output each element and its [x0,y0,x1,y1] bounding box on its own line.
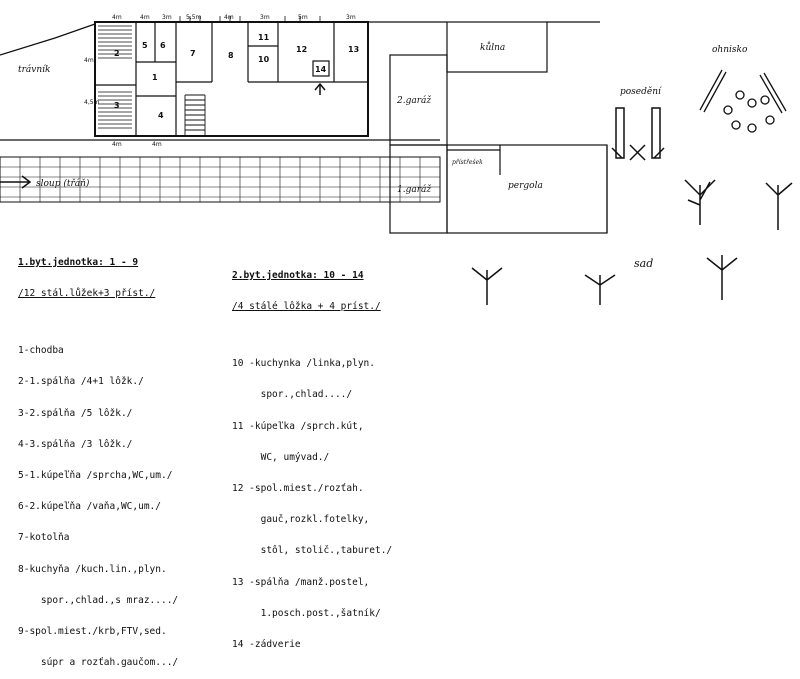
floor-plan: 2 1 3 4 5 6 7 8 11 10 12 13 14 4m 4m 3m … [0,14,793,305]
unit-2-item: 14 -zádverie [232,639,301,651]
shed [446,21,548,73]
unit-1-item: 4-3.spálňa /3 lôžk./ [18,438,133,450]
orchard-label: sad [634,257,653,270]
unit-1-item: 9-spol.miest./krb,FTV,sed. [18,626,167,638]
dimension-label: 4,5m [84,99,100,106]
unit-2-title: 2.byt.jednotka: 10 - 14 [232,269,364,281]
unit-2-item: 13 -spálňa /manž.postel, [232,576,370,588]
small-shelter-label: přístřešek [452,159,483,166]
dimension-label: 4m [140,14,150,21]
unit-2-item: 11 -kúpeľka /sprch.kút, [232,420,364,432]
firepit-label: ohnisko [712,45,748,55]
room-number: 13 [348,45,359,54]
room-number: 6 [160,41,166,50]
seating-area [611,107,665,161]
unit-2-subtitle: /4 stálé lôžka + 4 príst./ [232,301,381,313]
shed-label: kůlna [480,41,505,53]
pillar-label: sloup (třáň) [36,178,90,189]
dimension-label: 5m [298,14,308,21]
room-number: 5 [142,41,148,50]
unit-2-legend: 2.byt.jednotka: 10 - 14 /4 stálé lôžka +… [232,250,392,661]
room-number: 7 [190,49,196,58]
garage-2-label: 2.garáž [396,95,431,106]
garage-1-label: 1.garáž [397,184,431,195]
unit-1-item: 8-kuchyňa /kuch.lin.,plyn. [18,563,167,575]
unit-1-item: 3-2.spálňa /5 lôžk./ [18,407,133,419]
room-number: 14 [315,65,327,74]
dimension-label: 3m [162,14,172,21]
room-number: 11 [258,33,270,42]
room-number: 12 [296,45,307,54]
dimension-label: 4m [152,141,162,148]
unit-1-item: 1-chodba [18,345,64,357]
dimension-label: 4m [112,141,122,148]
orchard-trees [471,179,793,305]
dimension-label: 5,5m [186,14,202,21]
unit-1-item: 6-2.kúpeľňa /vaňa,WC,um./ [18,501,161,513]
room-number: 10 [258,55,270,64]
unit-2-item: 10 -kuchynka /linka,plyn. [232,358,375,370]
unit-2-item: stôl, stolič.,taburet./ [232,545,393,557]
room-number: 1 [152,73,158,82]
room-number: 8 [228,51,234,60]
firepit [699,69,787,133]
unit-1-item: spor.,chlad.,s mraz..../ [18,594,179,606]
unit-2-item: WC, umývad./ [232,451,330,463]
pergola-label: pergola [508,181,543,191]
unit-1-item: 5-1.kúpeľňa /sprcha,WC,um./ [18,469,173,481]
dimension-label: 3m [260,14,270,21]
unit-2-item: 1.posch.post.,šatník/ [232,607,381,619]
dimension-label: 3m [346,14,356,21]
unit-1-subtitle: /12 stál.lůžek+3 příst./ [18,288,156,300]
dimension-label: 4m [112,14,122,21]
room-number: 3 [114,101,120,110]
unit-1-item: 7-kotolňa [18,532,70,544]
dimension-label: 4m [84,57,94,64]
unit-2-item: 12 -spol.miest./rozťah. [232,482,364,494]
unit-2-item: gauč,rozkl.fotelky, [232,514,370,526]
dimension-label: 4m [224,14,234,21]
seating-label: posedění [620,86,662,97]
room-number: 2 [114,49,120,58]
room-number: 4 [158,111,164,120]
unit-1-title: 1.byt.jednotka: 1 - 9 [18,256,139,268]
unit-1-item: 2-1.spálňa /4+1 lôžk./ [18,376,144,388]
lawn-boundary [0,23,96,56]
unit-1-legend: 1.byt.jednotka: 1 - 9 /12 stál.lůžek+3 p… [18,237,178,679]
unit-2-item: spor.,chlad..../ [232,389,353,401]
unit-1-item: súpr a rozťah.gaučom.../ [18,657,179,669]
lawn-label: trávník [18,64,51,75]
